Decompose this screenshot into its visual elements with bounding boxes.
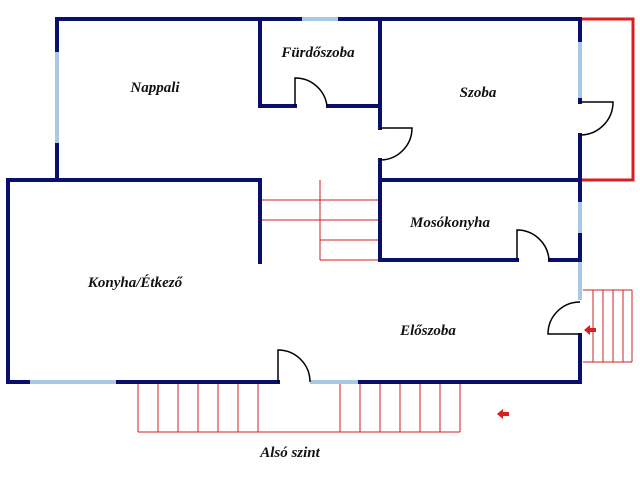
doors xyxy=(277,77,614,383)
terrace-outline xyxy=(580,17,635,182)
door-entrance-side xyxy=(547,301,581,335)
walls xyxy=(6,17,582,384)
door-furdoszoba xyxy=(294,77,328,107)
plan-title: Alsó szint xyxy=(259,445,320,461)
door-mosokonyha xyxy=(516,229,550,261)
room-label-furdoszoba: Fürdőszoba xyxy=(280,45,355,61)
entrance-arrow-icon xyxy=(584,325,596,335)
side-stairs xyxy=(583,289,633,363)
room-label-szoba: Szoba xyxy=(460,85,497,101)
room-label-eloszoba: Előszoba xyxy=(399,323,456,339)
windows xyxy=(28,17,582,384)
room-label-mosokonyha: Mosókonyha xyxy=(409,215,491,231)
door-entrance-front xyxy=(277,349,311,383)
room-label-konyha: Konyha/Étkező xyxy=(87,274,184,291)
inner-stairs xyxy=(260,180,380,261)
door-szoba-terrace xyxy=(579,101,614,136)
entrance-arrow-icon xyxy=(497,409,509,419)
room-label-nappali: Nappali xyxy=(129,80,180,96)
front-stairs xyxy=(137,382,461,433)
door-szoba-inner xyxy=(379,127,413,161)
